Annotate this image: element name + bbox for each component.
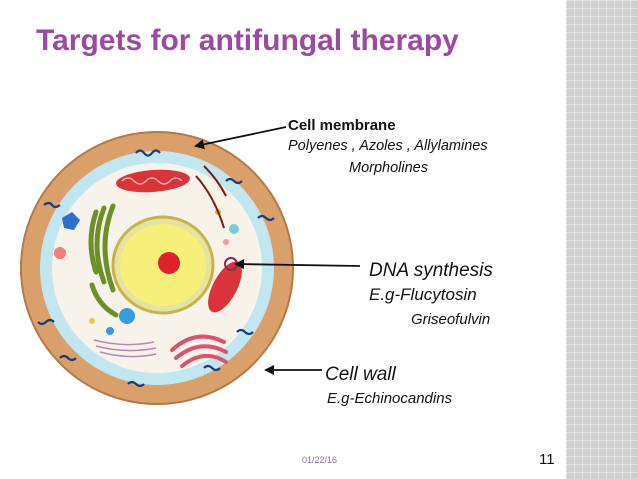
vacuole-lines xyxy=(93,339,157,358)
label-dna-synthesis-drugs-2: Griseofulvin xyxy=(411,311,491,328)
slide-date: 01/22/16 xyxy=(302,455,338,465)
label-cell-wall: Cell wall xyxy=(325,364,396,385)
label-cell-wall-drugs: E.g-Echinocandins xyxy=(327,390,453,407)
decorative-sidebar xyxy=(566,0,638,479)
nucleolus xyxy=(158,252,180,274)
label-dna-synthesis-drugs-1: E.g-Flucytosin xyxy=(369,285,477,304)
filament xyxy=(195,175,225,229)
lysosome xyxy=(54,247,66,259)
vacuole-blue-1 xyxy=(119,308,135,324)
label-dna-synthesis: DNA synthesis xyxy=(369,260,493,281)
vacuole-blue-2 xyxy=(106,327,114,335)
vesicle-1 xyxy=(229,224,239,234)
label-cell-membrane-drugs-2: Morpholines xyxy=(349,160,428,176)
wall-marks xyxy=(37,149,275,388)
filament-2 xyxy=(203,165,227,197)
arrow-cell-membrane xyxy=(194,126,287,150)
vesicle-2 xyxy=(223,239,229,245)
page-number: 11 xyxy=(539,451,555,468)
endoplasmic-reticulum xyxy=(88,203,119,318)
arrow-dna-synthesis xyxy=(234,259,361,270)
golgi-apparatus xyxy=(170,334,228,368)
mitochondrion-right xyxy=(208,261,242,313)
slide-title: Targets for antifungal therapy xyxy=(36,24,459,57)
mitochondrion-top xyxy=(116,169,190,193)
ribosome-1 xyxy=(89,318,95,324)
peroxisome xyxy=(62,212,80,230)
label-cell-membrane: Cell membrane xyxy=(288,117,396,134)
label-cell-membrane-drugs-1: Polyenes , Azoles , Allylamines xyxy=(288,138,488,154)
